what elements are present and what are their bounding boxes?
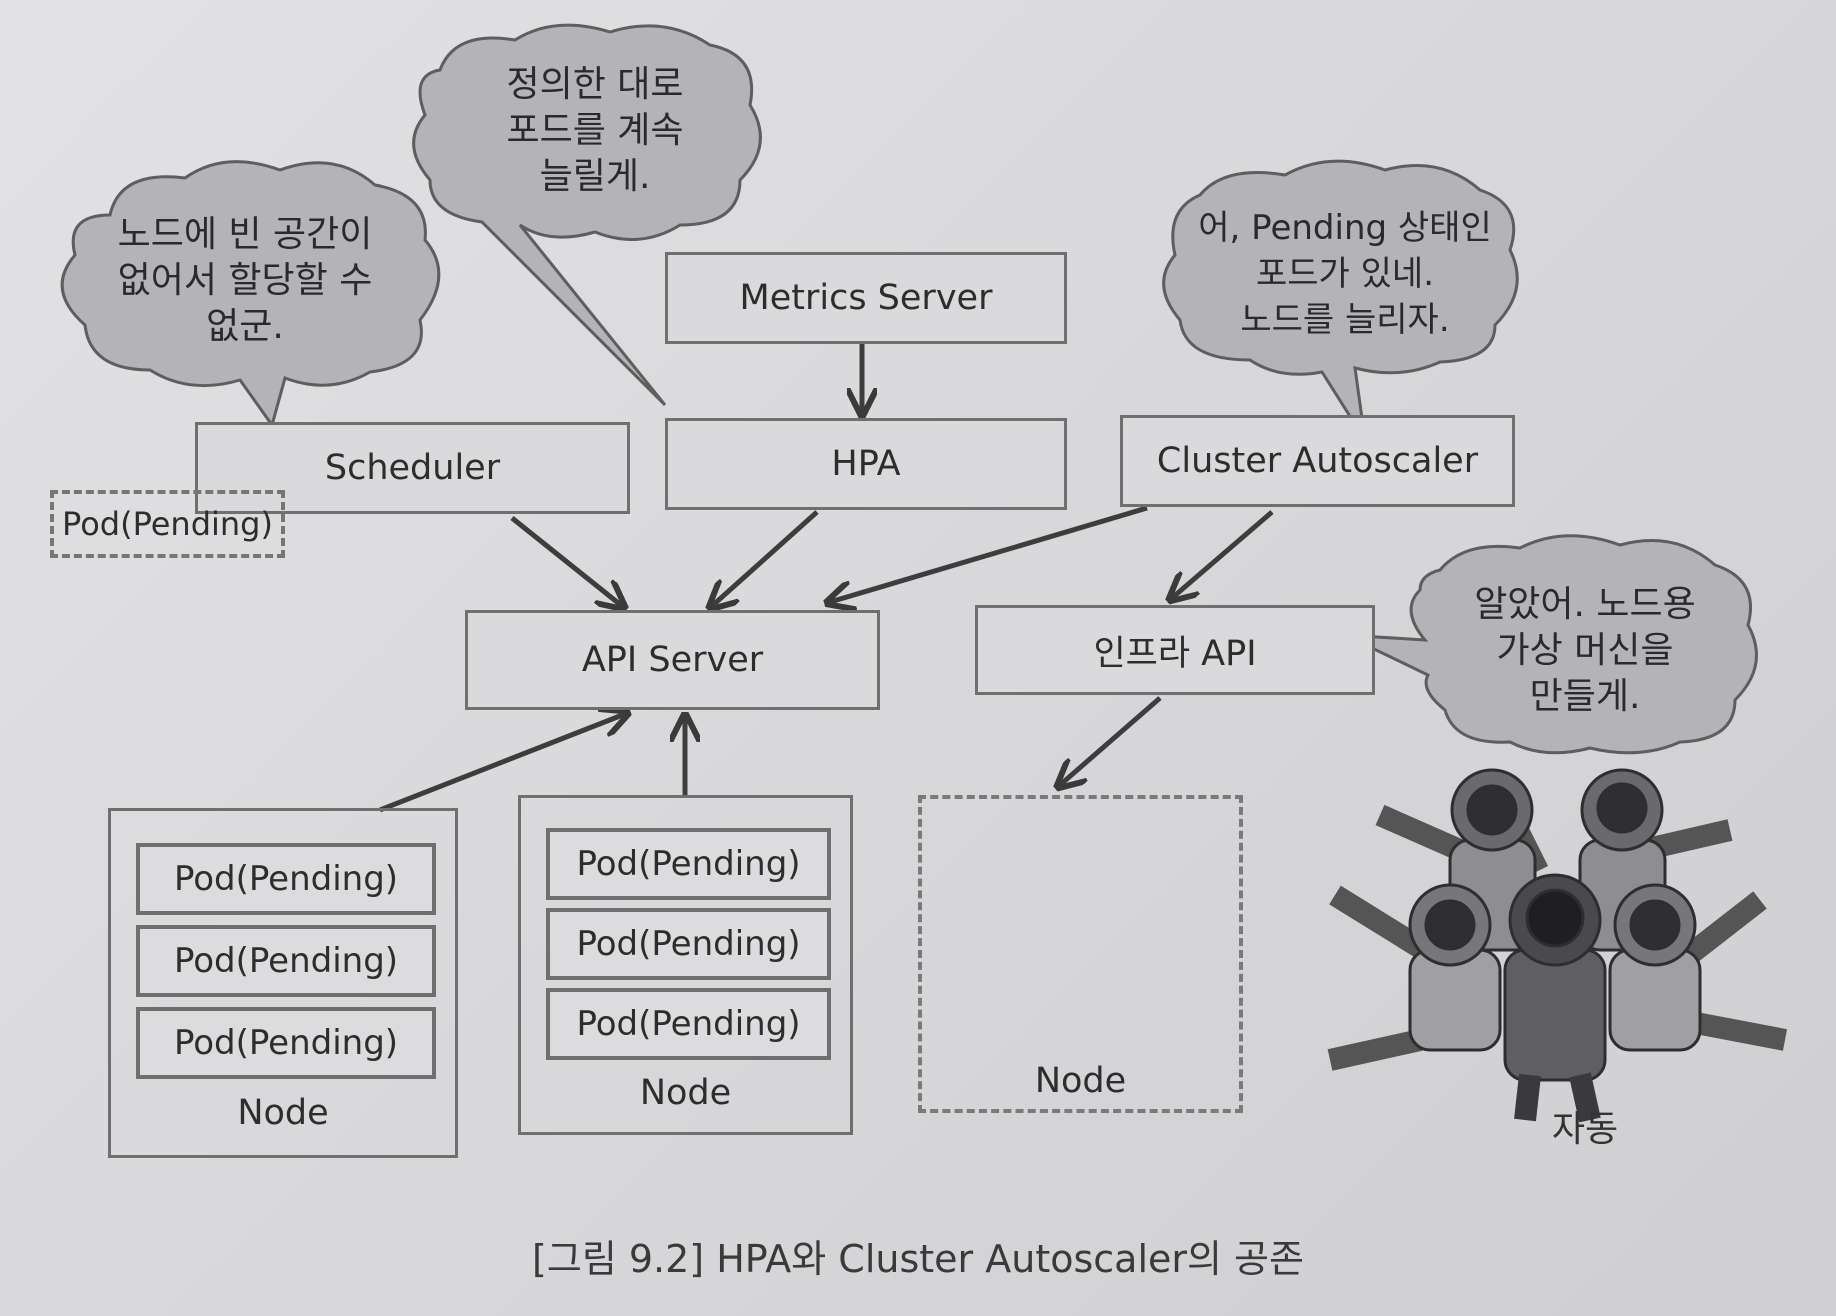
arrow-autoscaler-to-infra [1172, 510, 1274, 598]
figure-caption: [그림 9.2] HPA와 Cluster Autoscaler의 공존 [532, 1237, 1304, 1281]
hpa-box: HPA [665, 418, 1067, 510]
mascot-label: 자동 [1551, 1109, 1619, 1150]
pending-pod-box: Pod(Pending) [50, 490, 285, 558]
arrow-autoscaler-to-api [830, 505, 1148, 602]
node-1: Pod(Pending) Pod(Pending) Pod(Pending) N… [108, 808, 458, 1158]
node-label: Node [1034, 1061, 1127, 1101]
bubble-text-infra: 알았어. 노드용 가상 머신을 만들게. [1474, 584, 1696, 717]
node-label: Node [237, 1093, 329, 1133]
node-label: Node [639, 1073, 732, 1113]
bubble-text-scheduler: 노드에 빈 공간이 없어서 할당할 수 없군. [117, 214, 373, 347]
arrow-scheduler-to-api [510, 516, 622, 606]
speech-bubble-scheduler [60, 160, 441, 429]
pod-pending: Pod(Pending) [136, 1007, 436, 1079]
arrow-hpa-to-api [712, 510, 819, 606]
node-3-new: Node [918, 795, 1243, 1113]
mascot-robots-illustration [1327, 768, 1788, 1123]
bubble-text-hpa: 정의한 대로 포드를 계속 늘릴게. [506, 64, 684, 197]
pod-pending: Pod(Pending) [546, 988, 831, 1060]
pod-pending: Pod(Pending) [136, 925, 436, 997]
api-server-box: API Server [465, 610, 880, 710]
infra-api-box: 인프라 API [975, 605, 1375, 695]
pod-pending: Pod(Pending) [546, 828, 831, 900]
speech-bubble-hpa [412, 23, 762, 407]
speech-bubble-autoscaler [1162, 159, 1519, 441]
bubble-text-autoscaler: 어, Pending 상태인 포드가 있네. 노드를 늘리자. [1198, 208, 1492, 340]
metrics-server-box: Metrics Server [665, 252, 1067, 344]
node-2: Pod(Pending) Pod(Pending) Pod(Pending) N… [518, 795, 853, 1135]
pod-pending: Pod(Pending) [546, 908, 831, 980]
pod-pending: Pod(Pending) [136, 843, 436, 915]
arrow-node1-to-api [379, 714, 625, 813]
arrow-infra-to-node3 [1060, 696, 1162, 785]
scheduler-box: Scheduler [195, 422, 630, 514]
speech-bubble-infra [1344, 534, 1758, 755]
cluster-autoscaler-box: Cluster Autoscaler [1120, 415, 1515, 507]
